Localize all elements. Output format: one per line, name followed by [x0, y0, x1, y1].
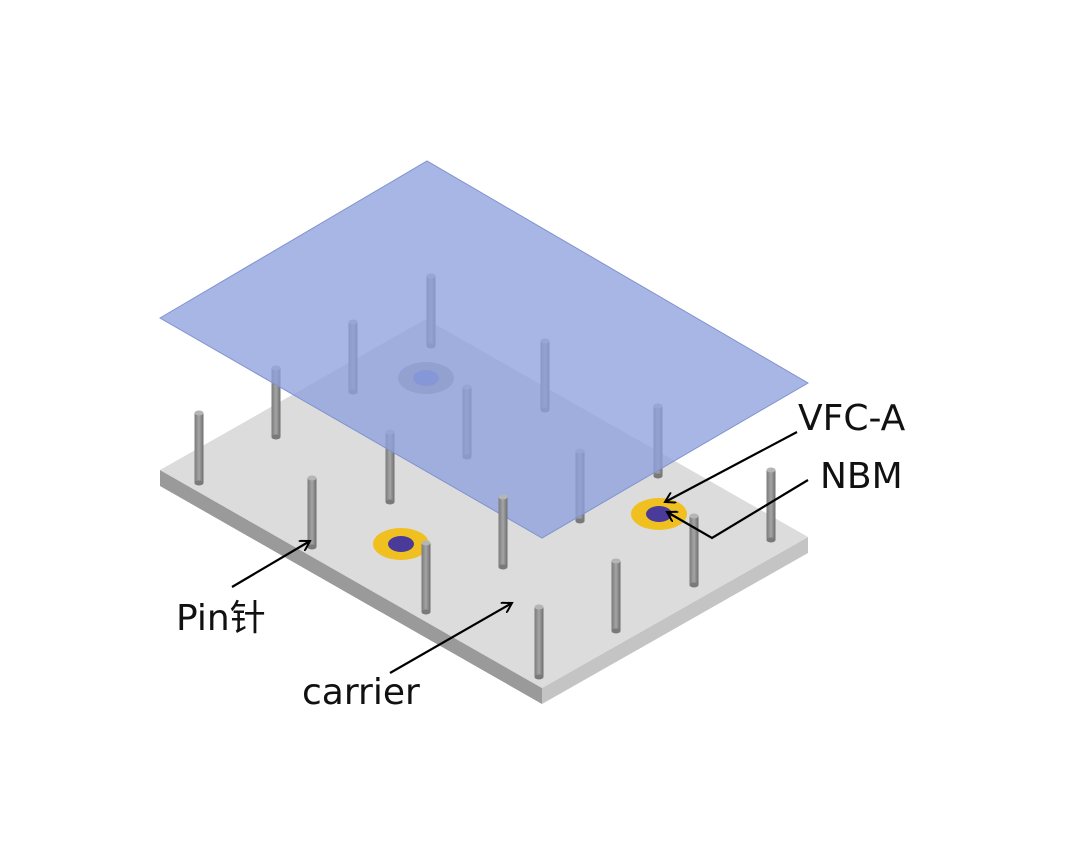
pins-foreground	[194, 410, 776, 680]
annotations	[231, 431, 809, 674]
nbm-label: NBM	[820, 456, 903, 497]
transparent-plate	[159, 160, 809, 539]
yellow-pad-left	[373, 528, 429, 560]
pin-label: Pin针	[176, 598, 266, 639]
carrier-label: carrier	[302, 672, 420, 713]
pin-arrow	[231, 541, 310, 588]
pin	[689, 513, 699, 588]
pin	[307, 475, 317, 550]
carrier-side-face	[542, 537, 808, 704]
pin	[194, 410, 204, 486]
pin	[498, 494, 508, 570]
nbm-arrow	[667, 479, 809, 540]
pin	[611, 558, 621, 634]
pin	[421, 540, 431, 615]
carrier-front-face	[160, 470, 542, 704]
carrier-arrow	[389, 603, 512, 674]
pin	[534, 604, 544, 680]
pin	[766, 467, 776, 543]
vfc-arrow	[665, 431, 798, 502]
vfc-a-label: VFC-A	[798, 398, 906, 439]
yellow-pad-right	[631, 498, 687, 530]
